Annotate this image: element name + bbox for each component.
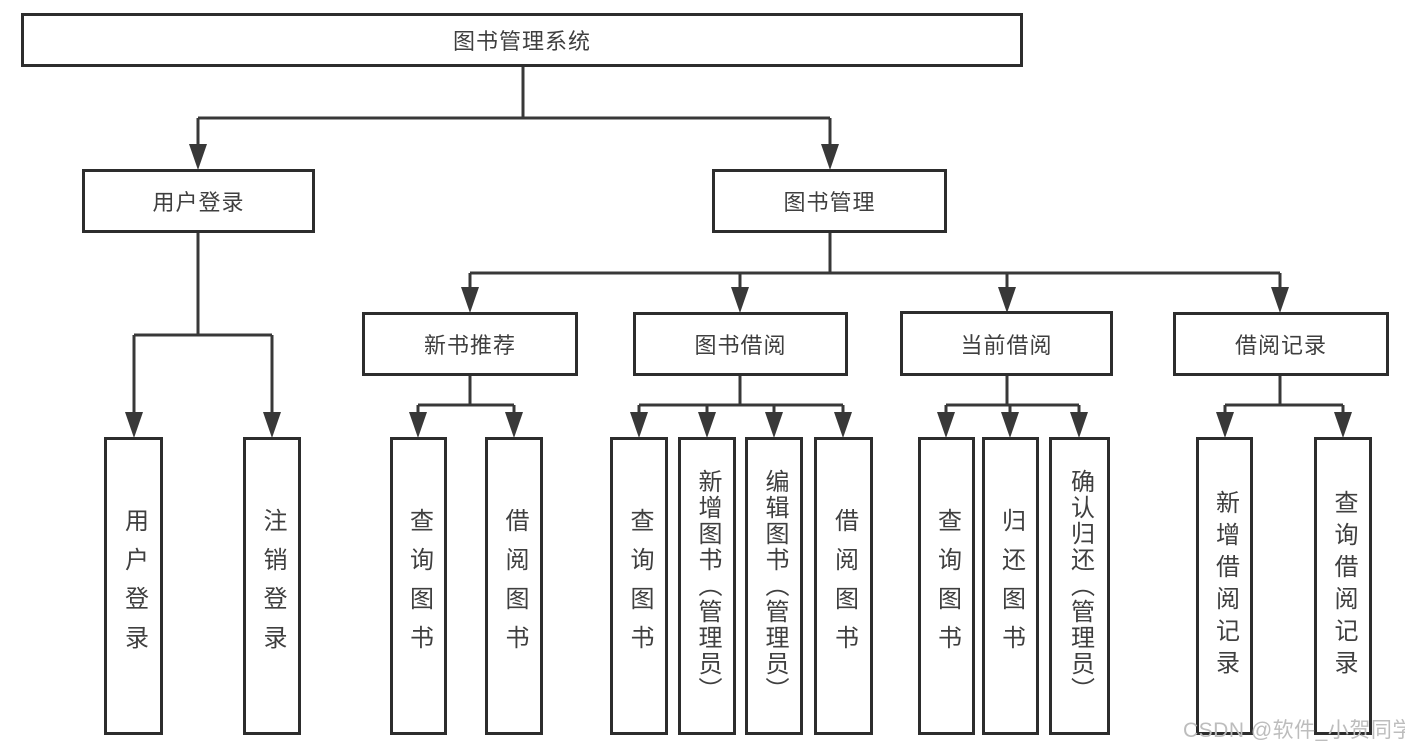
node-user-login: 用户登录 bbox=[82, 169, 315, 233]
leaf-borrow-books-recommend: 借阅图书 bbox=[485, 437, 543, 735]
node-user-login-label: 用户登录 bbox=[152, 190, 245, 215]
leaf-query-books-recommend: 查询图书 bbox=[390, 437, 447, 735]
leaf-borrow-books: 借阅图书 bbox=[814, 437, 873, 735]
leaf-add-book-admin-label: 新增图书（管理员） bbox=[694, 469, 721, 703]
leaf-query-borrow-record-label: 查询借阅记录 bbox=[1330, 490, 1357, 682]
leaf-query-books-current-label: 查询图书 bbox=[933, 508, 961, 664]
leaf-query-books-current: 查询图书 bbox=[918, 437, 975, 735]
connector-login-to-leaves bbox=[132, 233, 274, 413]
csdn-watermark: CSDN @软件_小贺同学 bbox=[1183, 719, 1405, 742]
connector-root-to-level2 bbox=[196, 66, 832, 145]
node-root: 图书管理系统 bbox=[21, 13, 1023, 67]
leaf-logout: 注销登录 bbox=[243, 437, 301, 735]
arrowheads bbox=[125, 144, 1352, 438]
node-borrow-records: 借阅记录 bbox=[1173, 312, 1389, 376]
leaf-confirm-return-admin-label: 确认归还（管理员） bbox=[1066, 469, 1094, 703]
connector-borrow-to-leaves bbox=[637, 376, 845, 413]
leaf-borrow-books-label: 借阅图书 bbox=[830, 508, 858, 664]
leaf-query-books-recommend-label: 查询图书 bbox=[405, 508, 433, 664]
leaf-query-books-borrow: 查询图书 bbox=[610, 437, 668, 735]
node-new-book-recommend-label: 新书推荐 bbox=[423, 333, 516, 358]
node-book-management-label: 图书管理 bbox=[783, 190, 876, 215]
leaf-add-borrow-record-label: 新增借阅记录 bbox=[1211, 490, 1239, 682]
node-current-borrow: 当前借阅 bbox=[900, 311, 1113, 376]
leaf-borrow-books-recommend-label: 借阅图书 bbox=[501, 508, 528, 664]
leaf-add-book-admin: 新增图书（管理员） bbox=[678, 437, 736, 735]
leaf-add-borrow-record: 新增借阅记录 bbox=[1196, 437, 1253, 735]
leaf-query-books-borrow-label: 查询图书 bbox=[626, 508, 653, 664]
leaf-edit-book-admin-label: 编辑图书（管理员） bbox=[761, 469, 788, 703]
leaf-return-books-label: 归还图书 bbox=[997, 508, 1025, 664]
node-current-borrow-label: 当前借阅 bbox=[960, 332, 1053, 358]
connector-mgmt-to-level3 bbox=[468, 233, 1282, 288]
connector-records-to-leaves bbox=[1223, 376, 1345, 413]
connector-recommend-to-leaves bbox=[416, 376, 516, 413]
leaf-logout-label: 注销登录 bbox=[259, 508, 286, 664]
leaf-user-login-label: 用户登录 bbox=[120, 508, 148, 664]
leaf-user-login: 用户登录 bbox=[104, 437, 163, 735]
node-book-borrow-label: 图书借阅 bbox=[694, 333, 787, 358]
leaf-confirm-return-admin: 确认归还（管理员） bbox=[1049, 437, 1110, 735]
leaf-query-borrow-record: 查询借阅记录 bbox=[1314, 437, 1372, 735]
leaf-return-books: 归还图书 bbox=[982, 437, 1039, 735]
connector-current-to-leaves bbox=[944, 376, 1081, 413]
node-root-label: 图书管理系统 bbox=[452, 29, 591, 54]
node-book-borrow: 图书借阅 bbox=[633, 312, 848, 376]
node-new-book-recommend: 新书推荐 bbox=[362, 312, 578, 376]
node-borrow-records-label: 借阅记录 bbox=[1234, 333, 1327, 358]
leaf-edit-book-admin: 编辑图书（管理员） bbox=[745, 437, 803, 735]
node-book-management: 图书管理 bbox=[712, 169, 947, 233]
